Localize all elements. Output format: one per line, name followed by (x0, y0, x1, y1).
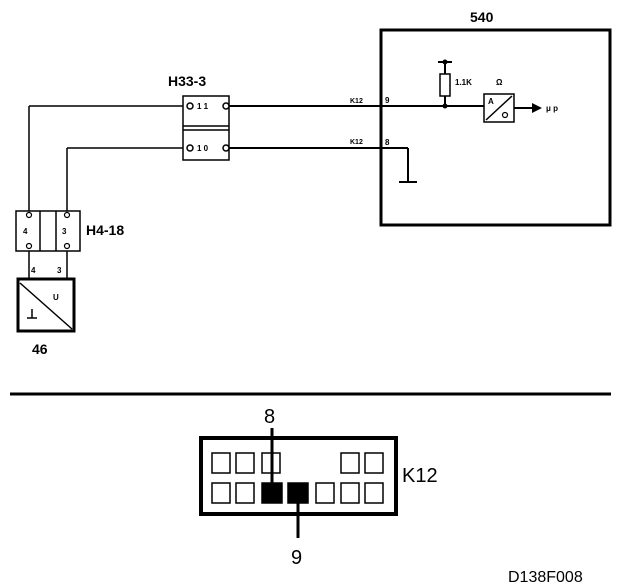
k12-bottom-label: K12 (350, 139, 363, 146)
ecu-box (379, 28, 612, 227)
k12-cavity (315, 482, 335, 504)
h33-pin-upper-right (222, 102, 230, 110)
ecu-label: 540 (470, 9, 494, 25)
k12-cavity (340, 452, 360, 474)
k12-cavity (211, 452, 231, 474)
k12-cavity-pin-9 (287, 482, 309, 504)
resistor-label: 1.1K (455, 78, 472, 87)
h33-connector (182, 95, 230, 161)
h4-connector (15, 210, 81, 252)
h33-pin-upper-left (186, 102, 194, 110)
k12-top-label: K12 (350, 98, 363, 105)
ecu-pin-8: 8 (385, 138, 390, 147)
k12-connector-label: K12 (402, 465, 438, 487)
h33-pin-lower-number: 1 0 (197, 144, 209, 153)
k12-cavity (340, 482, 360, 504)
h33-pin-lower-left (186, 144, 194, 152)
h4-pin-left-number: 4 (23, 227, 28, 236)
k12-cavity-pin-8 (261, 482, 283, 504)
k12-cavity (364, 482, 384, 504)
callout-9: 9 (291, 547, 302, 569)
k12-cavity (235, 482, 255, 504)
amp-top-label: Ω (496, 78, 503, 87)
callout-8: 8 (264, 406, 275, 428)
k12-cavity (364, 452, 384, 474)
sensor-label: 46 (32, 341, 48, 357)
h4-label: H4-18 (86, 222, 124, 238)
diagram-id: D138F008 (508, 569, 583, 586)
h4-pin-right-number: 3 (62, 227, 67, 236)
ecu-pin-9: 9 (385, 96, 390, 105)
k12-cavity (235, 452, 255, 474)
amp-input-label: A (488, 97, 494, 106)
k12-bottom-row (211, 482, 384, 504)
h33-label: H33-3 (168, 73, 206, 89)
output-label: μ p (546, 104, 558, 113)
output-arrow-icon (532, 103, 542, 113)
h33-pin-upper-number: 1 1 (197, 102, 209, 111)
sensor-pin-left: 4 (31, 266, 36, 275)
h33-pin-lower-right (222, 144, 230, 152)
sensor-pin-right: 3 (57, 266, 62, 275)
k12-cavity (211, 482, 231, 504)
sensor-u-label: U (53, 293, 59, 302)
